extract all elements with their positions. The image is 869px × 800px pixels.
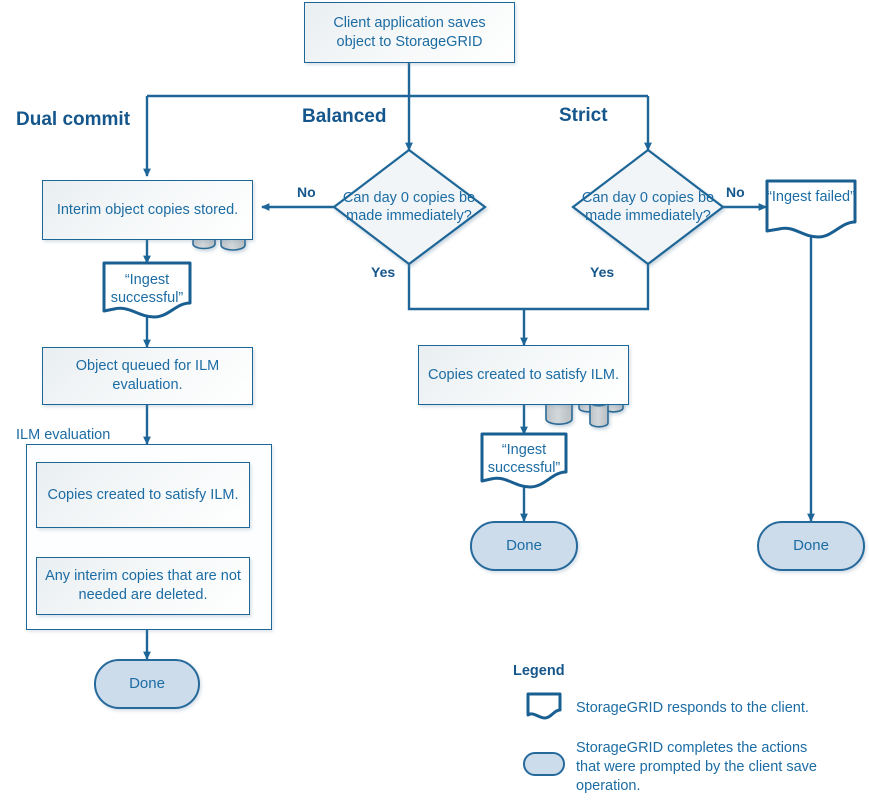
node-label: Copies created to satisfy ILM. xyxy=(428,366,619,383)
group-label-ilm-evaluation: ILM evaluation xyxy=(16,427,111,443)
node-strict-done: Done xyxy=(757,521,865,571)
node-label: Object queued for ILM evaluation. xyxy=(75,358,220,393)
decision-label: Can day 0 copies be made immediately? xyxy=(581,189,715,224)
edge-label-balanced-no: No xyxy=(297,184,316,200)
node-label: Any interim copies that are not needed a… xyxy=(45,568,241,603)
node-label: “Ingest successful” xyxy=(110,272,184,307)
legend-item-document-text: StorageGRID responds to the client. xyxy=(576,700,809,716)
node-label: Interim object copies stored. xyxy=(56,201,239,218)
node-label: Done xyxy=(129,675,165,693)
node-balanced-done: Done xyxy=(470,521,578,571)
edge-label-balanced-yes: Yes xyxy=(371,264,396,280)
node-label: Done xyxy=(506,537,542,555)
node-object-queued-for-ilm: Object queued for ILM evaluation. xyxy=(42,347,253,405)
edge-label-strict-yes: Yes xyxy=(590,264,615,280)
node-interim-copies-deleted: Any interim copies that are not needed a… xyxy=(36,557,250,615)
edge-label-strict-no: No xyxy=(726,184,745,200)
phase-label-dual-commit: Dual commit xyxy=(16,109,131,130)
phase-label-strict: Strict xyxy=(559,105,608,126)
legend-pill-glyph xyxy=(523,752,565,776)
legend-item-pill-text: StorageGRID completes the actions that w… xyxy=(576,740,817,795)
node-label: “Ingest successful” xyxy=(487,442,561,477)
decision-balanced: Can day 0 copies be made immediately? xyxy=(340,178,478,236)
node-label: Client application saves object to Stora… xyxy=(333,14,486,50)
node-dual-done: Done xyxy=(94,659,200,709)
node-balanced-copies-created: Copies created to satisfy ILM. xyxy=(418,345,629,405)
node-dual-copies-created: Copies created to satisfy ILM. xyxy=(36,462,250,528)
node-label: Done xyxy=(793,537,829,555)
phase-label-balanced: Balanced xyxy=(302,106,387,127)
node-client-saves-object: Client application saves object to Stora… xyxy=(304,2,515,63)
node-label: Copies created to satisfy ILM. xyxy=(47,486,239,503)
node-interim-object-copies: Interim object copies stored. xyxy=(42,180,253,240)
legend-document-glyph xyxy=(526,692,562,720)
legend-title: Legend xyxy=(513,663,565,679)
decision-label: Can day 0 copies be made immediately? xyxy=(342,189,476,224)
node-label: “Ingest failed” xyxy=(767,189,855,205)
decision-strict: Can day 0 copies be made immediately? xyxy=(579,178,717,236)
